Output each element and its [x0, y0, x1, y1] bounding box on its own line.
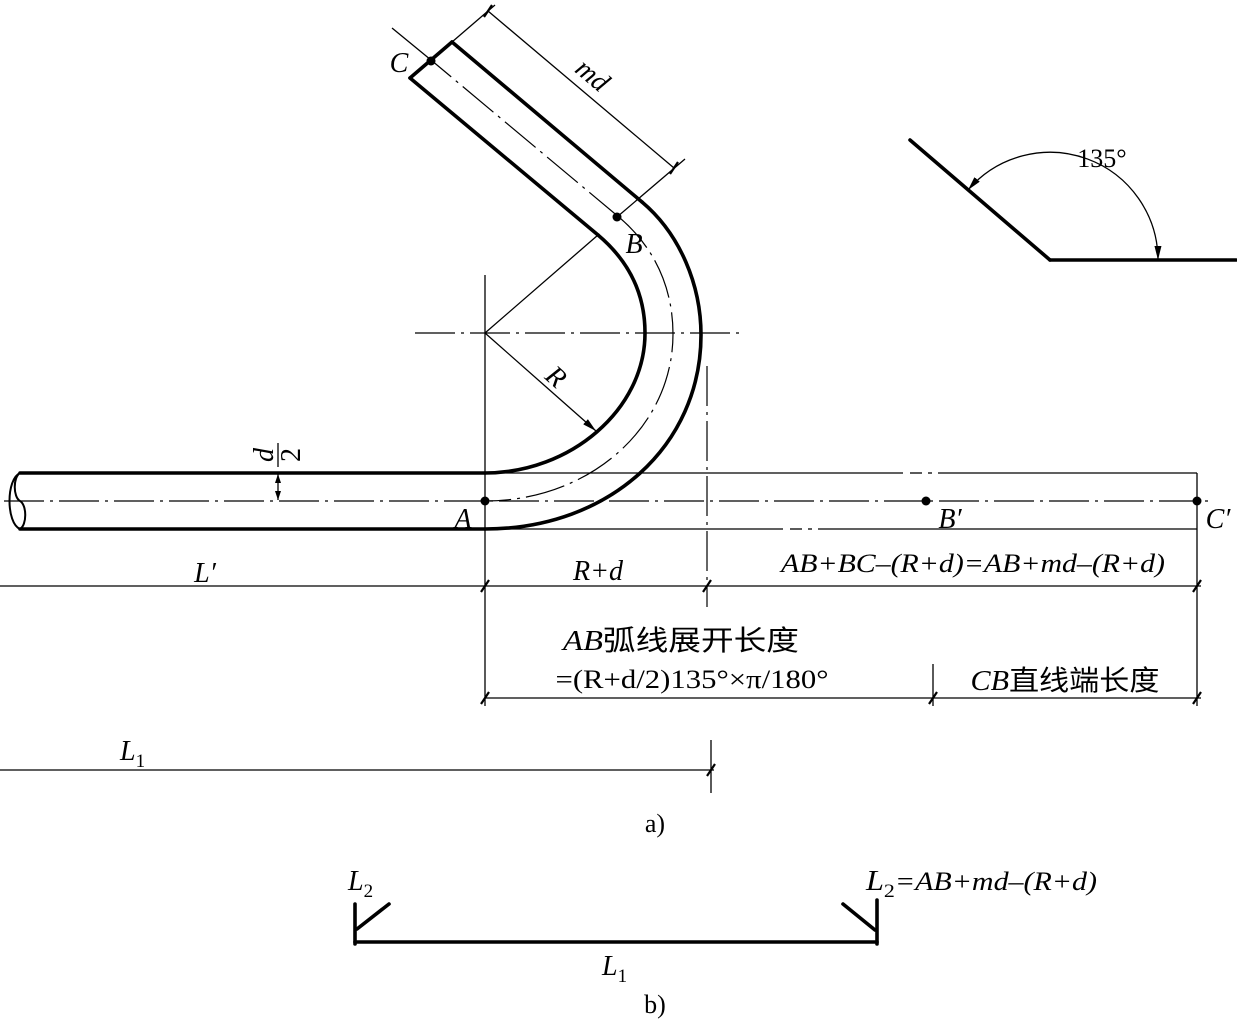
stirrup-right-hook	[841, 902, 877, 932]
hook-inner-edge	[408, 76, 600, 237]
point-c-label: C	[390, 48, 409, 79]
bend-centerline-arc	[484, 217, 674, 502]
arc-development-formula: =(R+d/2)135°×π/180°	[556, 665, 829, 694]
point-c-prime-marker	[1192, 496, 1202, 506]
radius-arrow	[484, 332, 597, 432]
total-length-subscript: 1	[136, 751, 146, 772]
total-length-label: L1	[119, 736, 145, 772]
dim-row1-tick-tangent	[702, 579, 712, 593]
segment-cb-symbol: CB	[971, 666, 1009, 697]
dim-row1-tick-a	[480, 579, 490, 593]
md-dimension-line	[487, 10, 675, 169]
half-diameter-fraction: d 2	[249, 443, 307, 467]
hook-angle-symbol: 135°	[908, 138, 1237, 262]
bend-radius-line-to-b	[484, 234, 599, 334]
point-b-marker	[612, 212, 622, 222]
angle-slanted-leg	[908, 138, 1052, 262]
bend-inner-arc	[483, 233, 647, 475]
point-a-label: A	[452, 504, 472, 535]
dim-row2-tick-a	[480, 691, 490, 705]
arc-ab-symbol: AB	[561, 626, 603, 657]
hook-centerline	[430, 59, 621, 219]
point-a-marker	[480, 496, 490, 506]
hook-outer-edge	[450, 40, 644, 204]
point-c-marker	[426, 56, 436, 66]
bend-angle-label: 135°	[1077, 144, 1126, 173]
radius-label-group: R	[538, 359, 572, 394]
hook-centerline-extension	[391, 27, 432, 61]
bar-length-symbol: L	[601, 951, 618, 982]
straight-hook-end-label: CB直线端长度	[971, 665, 1160, 697]
point-b-label: B	[625, 229, 642, 260]
caption-a: a)	[645, 809, 665, 838]
hook-right-formula: =AB+md–(R+d)	[895, 867, 1097, 896]
hook-left-length-label: L2	[347, 866, 373, 902]
md-dimension-tick-c	[483, 4, 493, 18]
half-diameter-numerator: d	[249, 447, 280, 462]
point-c-prime-label: C′	[1206, 504, 1232, 535]
part-a-drawing: md R d 2 C B	[0, 4, 1232, 838]
hook-length-label: md	[569, 53, 616, 99]
radius-label: R	[538, 359, 572, 394]
angle-arc	[967, 151, 1162, 261]
half-diameter-denominator: 2	[276, 448, 307, 462]
bar-length-subscript: 1	[618, 966, 628, 987]
point-b-prime-label: B′	[938, 504, 962, 535]
bend-outer-arc	[483, 200, 703, 531]
hook-right-symbol: L	[865, 866, 884, 897]
caption-b: b)	[644, 990, 666, 1019]
hook-left-subscript: 2	[364, 881, 374, 902]
stirrup-left-hook	[355, 902, 391, 931]
hook-left-symbol: L	[347, 866, 364, 897]
total-length-symbol: L	[119, 736, 136, 767]
bend-allowance-label: R+d	[572, 556, 624, 587]
arc-development-text: 弧线展开长度	[603, 625, 799, 657]
point-b-prime-marker	[921, 496, 931, 506]
straight-hook-end-text: 直线端长度	[1009, 665, 1160, 697]
md-dimension-tick-b	[669, 161, 679, 175]
straight-end-formula: AB+BC–(R+d)=AB+md–(R+d)	[779, 549, 1165, 578]
hook-right-subscript: 2	[884, 881, 895, 902]
md-label-group: md	[569, 53, 616, 99]
dim-row2-tick-c-prime	[1192, 691, 1202, 705]
bar-length-label: L1	[601, 951, 627, 987]
straight-left-length-label: L′	[193, 558, 217, 589]
